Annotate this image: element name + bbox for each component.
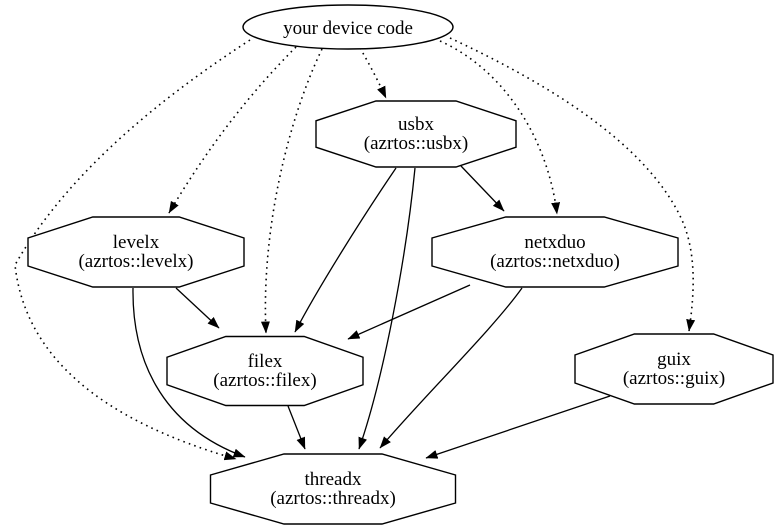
octagon-shape-threadx xyxy=(209,453,457,525)
ellipse-shape-device_code xyxy=(242,4,454,50)
edge-device_code-usbx xyxy=(359,47,387,99)
edges-layer xyxy=(14,37,696,461)
edge-guix-threadx xyxy=(425,395,611,459)
node-filex-label: filex xyxy=(248,351,283,372)
octagon-shape-filex xyxy=(166,335,364,407)
octagon-shape-usbx xyxy=(315,100,517,168)
node-levelx: levelx(azrtos::levelx) xyxy=(27,216,245,288)
node-usbx-sublabel: (azrtos::usbx) xyxy=(364,133,468,154)
node-threadx-sublabel: (azrtos::threadx) xyxy=(270,488,396,509)
node-levelx-label: levelx xyxy=(113,232,160,253)
node-threadx: threadx(azrtos::threadx) xyxy=(209,453,457,525)
node-levelx-sublabel: (azrtos::levelx) xyxy=(78,251,193,272)
edge-levelx-threadx xyxy=(132,287,246,458)
edge-usbx-threadx xyxy=(358,167,416,450)
edge-netxduo-threadx xyxy=(379,287,523,449)
node-threadx-label: threadx xyxy=(305,469,362,490)
node-guix: guix(azrtos::guix) xyxy=(574,333,774,405)
node-usbx: usbx(azrtos::usbx) xyxy=(315,100,517,168)
edge-device_code-filex xyxy=(260,48,323,334)
edge-usbx-filex xyxy=(294,167,397,333)
node-netxduo-label: netxduo xyxy=(524,232,585,253)
node-netxduo-sublabel: (azrtos::netxduo) xyxy=(490,251,620,272)
edge-filex-threadx xyxy=(287,405,306,450)
edge-device_code-levelx xyxy=(168,46,297,214)
node-guix-label: guix xyxy=(657,349,691,370)
edge-usbx-netxduo xyxy=(460,165,505,212)
edge-levelx-filex xyxy=(175,287,220,329)
node-filex: filex(azrtos::filex) xyxy=(166,335,364,407)
node-guix-sublabel: (azrtos::guix) xyxy=(623,368,725,389)
node-usbx-label: usbx xyxy=(398,114,434,135)
edge-netxduo-filex xyxy=(347,284,471,340)
octagon-shape-levelx xyxy=(27,216,245,288)
node-filex-sublabel: (azrtos::filex) xyxy=(213,370,316,391)
nodes-layer: your device codeusbx(azrtos::usbx)levelx… xyxy=(27,4,774,525)
node-netxduo: netxduo(azrtos::netxduo) xyxy=(431,216,679,288)
octagon-shape-guix xyxy=(574,333,774,405)
node-device_code: your device code xyxy=(242,4,454,50)
node-device_code-label: your device code xyxy=(283,18,413,39)
octagon-shape-netxduo xyxy=(431,216,679,288)
